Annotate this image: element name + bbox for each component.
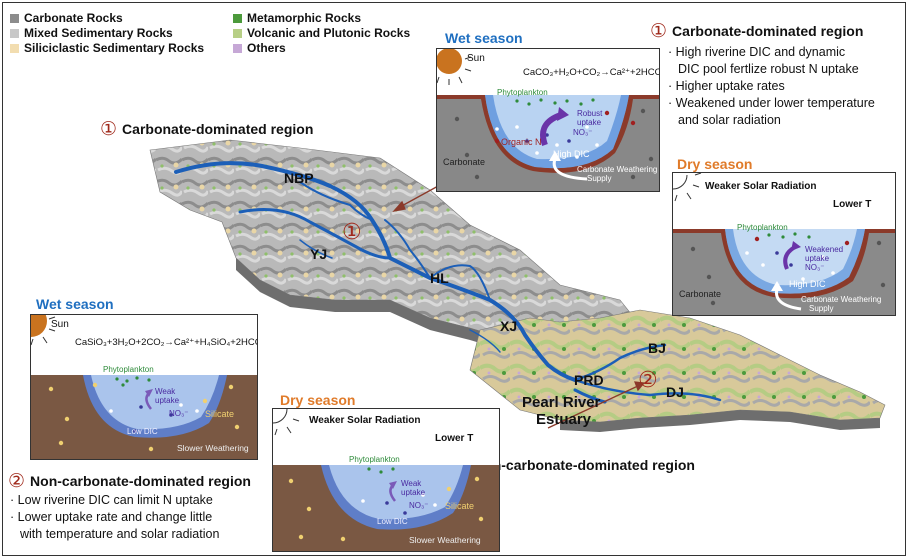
map-label-nbp: NBP bbox=[284, 170, 314, 186]
map-label-hl: HL bbox=[430, 270, 449, 286]
c-dry-no3-label: NO₃⁻ bbox=[805, 263, 825, 272]
n-wet-weathering-label: Slower Weathering bbox=[177, 443, 249, 453]
legend-item-others: Others bbox=[233, 41, 286, 55]
region-1-bullet-1b: DIC pool fertlize robust N uptake bbox=[678, 62, 859, 76]
n-wet-season-label: Wet season bbox=[36, 296, 114, 312]
panel-noncarbonate-wet-art bbox=[31, 315, 257, 459]
c-dry-uptake-label-1: Weakened bbox=[805, 245, 844, 254]
region-2-bullets: · Low riverine DIC can limit N uptake · … bbox=[10, 492, 219, 543]
n-dry-uptake-label-1: Weak bbox=[401, 479, 422, 488]
n-wet-phyto-label: Phytoplankton bbox=[103, 365, 154, 374]
c-dry-supply-label-2: Supply bbox=[809, 304, 834, 313]
n-wet-uptake-label-1: Weak bbox=[155, 387, 176, 396]
c-wet-sun-label: Sun bbox=[467, 53, 485, 64]
map-label-estuary-2: Estuary bbox=[536, 411, 592, 428]
c-dry-uptake-label-2: uptake bbox=[805, 254, 830, 263]
n-dry-temp-label: Lower T bbox=[435, 433, 474, 444]
legend-item-mixed-sedimentary: Mixed Sedimentary Rocks bbox=[10, 26, 173, 40]
river-network bbox=[174, 161, 722, 404]
c-dry-supply-label-1: Carbonate Weathering bbox=[801, 295, 882, 304]
panel-noncarbonate-dry-art bbox=[273, 409, 499, 551]
n-dry-uptake-label-2: uptake bbox=[401, 488, 426, 497]
legend-item-metamorphic: Metamorphic Rocks bbox=[233, 11, 361, 25]
region-1-bullet-3: · Weakened under lower temperature bbox=[668, 96, 875, 110]
legend-item-carbonate: Carbonate Rocks bbox=[10, 11, 123, 25]
c-dry-dic-label: High DIC bbox=[789, 279, 826, 289]
n-dry-phyto-label: Phytoplankton bbox=[349, 455, 400, 464]
c-dry-bed-label: Carbonate bbox=[679, 289, 722, 299]
c-wet-season-label: Wet season bbox=[445, 30, 523, 46]
c-wet-uptake-label-2: uptake bbox=[577, 118, 602, 127]
region-1-bullets: · High riverine DIC and dynamic DIC pool… bbox=[668, 44, 875, 129]
map-label-yj: YJ bbox=[310, 246, 328, 262]
map-marker-region-2: ② bbox=[638, 368, 658, 393]
n-dry-dic-label: Low DIC bbox=[377, 517, 408, 526]
c-wet-equation: CaCO₃+H₂O+CO₂→Ca²⁺+2HCO₃⁻ bbox=[523, 67, 660, 78]
c-wet-uptake-label-1: Robust bbox=[577, 109, 603, 118]
n-wet-no3-label: NO₃⁻ bbox=[169, 409, 189, 418]
region-2-bullet-2b: with temperature and solar radiation bbox=[20, 527, 220, 541]
region-1-bullet-1: · High riverine DIC and dynamic bbox=[668, 45, 846, 59]
c-wet-supply-label-2: Supply bbox=[587, 174, 612, 183]
region-2-bullet-2: · Lower uptake rate and change little bbox=[10, 510, 213, 524]
n-wet-dic-label: Low DIC bbox=[127, 427, 158, 436]
c-dry-season-label: Dry season bbox=[677, 156, 753, 172]
n-dry-bed-label: Silicate bbox=[445, 501, 475, 511]
n-wet-sun-label: Sun bbox=[51, 319, 69, 330]
panel-carbonate-wet-art bbox=[437, 49, 659, 191]
map-label-prd: PRD bbox=[574, 372, 604, 388]
n-wet-uptake-label-2: uptake bbox=[155, 396, 180, 405]
region-1-bullet-2: · Higher uptake rates bbox=[668, 79, 785, 93]
c-wet-phyto-label: Phytoplankton bbox=[497, 88, 548, 97]
c-wet-dic-label: High DIC bbox=[553, 149, 590, 159]
leader-arrows bbox=[392, 184, 646, 429]
panel-carbonate-dry-art bbox=[673, 173, 895, 315]
map-label-xj: XJ bbox=[500, 318, 518, 334]
legend-item-siliciclastic: Siliciclastic Sedimentary Rocks bbox=[10, 41, 204, 55]
map-marker-region-1: ① bbox=[342, 220, 362, 245]
terrain-east bbox=[469, 309, 886, 432]
c-dry-temp-label: Lower T bbox=[833, 199, 872, 210]
map-label-dj: DJ bbox=[666, 384, 684, 400]
panel-carbonate-dry: Weaker Solar Radiation Lower T Phytoplan… bbox=[672, 172, 896, 316]
panel-carbonate-wet: Sun CaCO₃+H₂O+CO₂→Ca²⁺+2HCO₃⁻ Phytoplank… bbox=[436, 48, 660, 192]
c-wet-bed-label: Carbonate bbox=[443, 157, 486, 167]
n-dry-no3-label: NO₃⁻ bbox=[409, 501, 429, 510]
n-wet-bed-label: Silicate bbox=[205, 409, 235, 419]
n-wet-equation: CaSiO₃+3H₂O+2CO₂→Ca²⁺+H₄SiO₄+2HCO₃⁻ bbox=[75, 337, 258, 348]
c-wet-organic-label: Organic N bbox=[501, 137, 542, 147]
c-dry-phyto-label: Phytoplankton bbox=[737, 223, 788, 232]
legend-item-volcanic-plutonic: Volcanic and Plutonic Rocks bbox=[233, 26, 410, 40]
region-1-bullet-3b: and solar radiation bbox=[678, 113, 781, 127]
n-dry-solar-label: Weaker Solar Radiation bbox=[309, 415, 421, 426]
n-dry-weathering-label: Slower Weathering bbox=[409, 535, 481, 545]
c-wet-supply-label-1: Carbonate Weathering bbox=[577, 165, 658, 174]
n-dry-season-label: Dry season bbox=[280, 392, 356, 408]
map-label-bj: BJ bbox=[648, 340, 666, 356]
region-2-bullet-1: · Low riverine DIC can limit N uptake bbox=[10, 493, 213, 507]
c-wet-no3-label: NO₃⁻ bbox=[573, 128, 593, 137]
panel-noncarbonate-dry: Weaker Solar Radiation Lower T Phytoplan… bbox=[272, 408, 500, 552]
c-dry-solar-label: Weaker Solar Radiation bbox=[705, 181, 817, 192]
map-label-estuary-1: Pearl River bbox=[522, 394, 601, 411]
panel-noncarbonate-wet: Sun CaSiO₃+3H₂O+2CO₂→Ca²⁺+H₄SiO₄+2HCO₃⁻ … bbox=[30, 314, 258, 460]
